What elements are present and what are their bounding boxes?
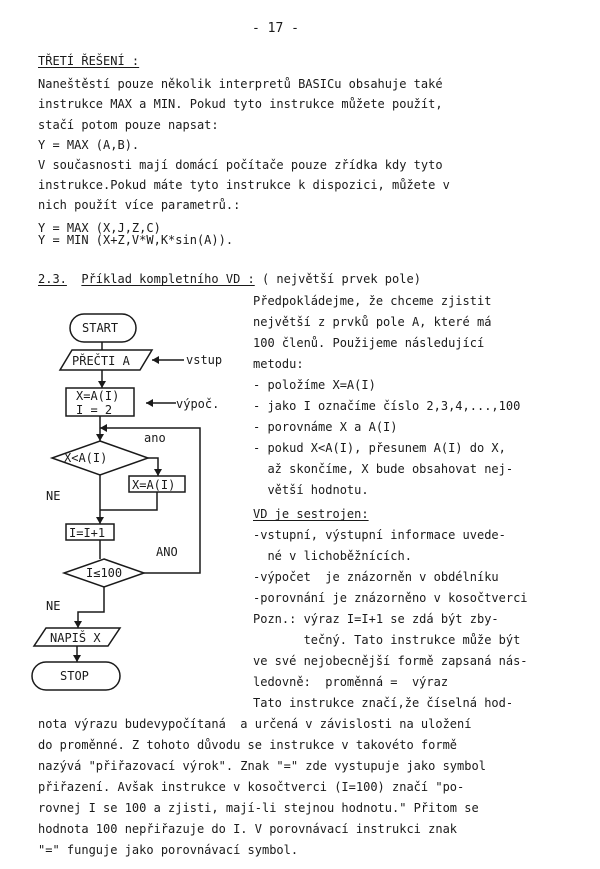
right-text-line: -vstupní, výstupní informace uvede-	[253, 528, 506, 542]
right-text-line: Pozn.: výraz I=I+1 se zdá být zby-	[253, 612, 499, 626]
right-text-line: Tato instrukce značí,že číselná hod-	[253, 696, 514, 710]
right-text-line: - jako I označíme číslo 2,3,4,...,100	[253, 399, 521, 413]
increment-box	[65, 523, 115, 541]
bottom-text-line: rovnej I se 100 a zjisti, mají-li stejno…	[38, 801, 479, 815]
increment-label: I=I+1	[69, 526, 105, 540]
paragraph-line: instrukce MAX a MIN. Pokud tyto instrukc…	[38, 97, 443, 111]
code-line: Y = MAX (A,B).	[38, 138, 140, 152]
right-text-line: -porovnání je znázorněno v kosočtverci	[253, 591, 528, 605]
right-text-line: ve své nejobecnější formě zapsaná nás-	[253, 654, 528, 668]
stop-label: STOP	[60, 669, 89, 683]
assign-init-label-2: I = 2	[76, 403, 112, 417]
right-text-line: - pokud X<A(I), přesunem A(I) do X,	[253, 441, 506, 455]
yes-label-2: ANO	[156, 545, 178, 559]
example-heading: 2.3. Příklad kompletního VD : ( největší…	[38, 272, 421, 286]
right-text-line: největší z prvků pole A, které má	[253, 315, 492, 329]
page-number: - 17 -	[252, 21, 299, 36]
right-text-line: né v lichoběžnících.	[253, 549, 412, 563]
example-heading-title: Příklad kompletního VD :	[81, 272, 255, 286]
right-text-line: ledovně: proměnná = výraz	[253, 675, 449, 689]
paragraph-line: instrukce.Pokud máte tyto instrukce k di…	[38, 178, 450, 192]
assign-init-label-1: X=A(I)	[76, 389, 119, 403]
compare-label-1: X<A(I)	[64, 451, 107, 465]
right-subheading: VD je sestrojen:	[253, 507, 369, 521]
paragraph-line: Naneštěstí pouze několik interpretů BASI…	[38, 77, 443, 91]
right-text-line: metodu:	[253, 357, 304, 371]
input-note: vstup	[186, 353, 222, 367]
yes-label-1: ano	[144, 431, 166, 445]
bottom-text-line: nota výrazu budevypočítaná a určená v zá…	[38, 717, 472, 731]
right-text-line: až skončíme, X bude obsahovat nej-	[253, 462, 514, 476]
bottom-text-line: přiřazení. Avšak instrukce v kosočtverci…	[38, 780, 465, 794]
print-output-shape	[32, 627, 122, 647]
example-heading-rest: ( největší prvek pole)	[261, 272, 421, 286]
code-line: Y = MAX (X,J,Z,C)	[38, 221, 161, 235]
compute-note: výpoč.	[176, 397, 219, 411]
right-text-line: větší hodnotu.	[253, 483, 369, 497]
stop-terminal	[31, 661, 121, 691]
right-text-line: Předpokládejme, že chceme zjistit	[253, 294, 492, 308]
right-text-line: tečný. Tato instrukce může být	[253, 633, 521, 647]
bottom-text-line: do proměnné. Z tohoto důvodu se instrukc…	[38, 738, 458, 752]
start-label: START	[82, 321, 118, 335]
section-heading-third-solution: TŘETÍ ŘEŠENÍ :	[38, 54, 140, 68]
bottom-text-line: hodnota 100 nepřiřazuje do I. V porovnáv…	[38, 822, 458, 836]
example-heading-number: 2.3.	[38, 272, 67, 286]
right-text-line: - položíme X=A(I)	[253, 378, 376, 392]
code-line: Y = MIN (X+Z,V*W,K*sin(A)).	[38, 233, 234, 247]
assign-max-label: X=A(I)	[132, 478, 175, 492]
bottom-text-line: nazývá "přiřazovací výrok". Znak "=" zde…	[38, 759, 486, 773]
right-text-line: 100 členů. Použijeme následující	[253, 336, 485, 350]
right-text-line: - porovnáme X a A(I)	[253, 420, 398, 434]
print-label: NAPIŠ X	[50, 630, 101, 645]
read-input-shape	[58, 349, 154, 371]
paragraph-line: stačí potom pouze napsat:	[38, 118, 219, 132]
no-label-2: NE	[46, 599, 60, 613]
paragraph-line: V současnosti mají domácí počítače pouze…	[38, 158, 443, 172]
compare-label-2: I≤100	[86, 566, 122, 580]
start-terminal	[69, 313, 137, 343]
read-label: PŘEČTI A	[72, 353, 131, 368]
paragraph-line: nich použít více parametrů.:	[38, 198, 241, 212]
bottom-text-line: "=" funguje jako porovnávací symbol.	[38, 843, 299, 857]
no-label-1: NE	[46, 489, 60, 503]
right-text-line: -výpočet je znázorněn v obdélníku	[253, 570, 499, 584]
